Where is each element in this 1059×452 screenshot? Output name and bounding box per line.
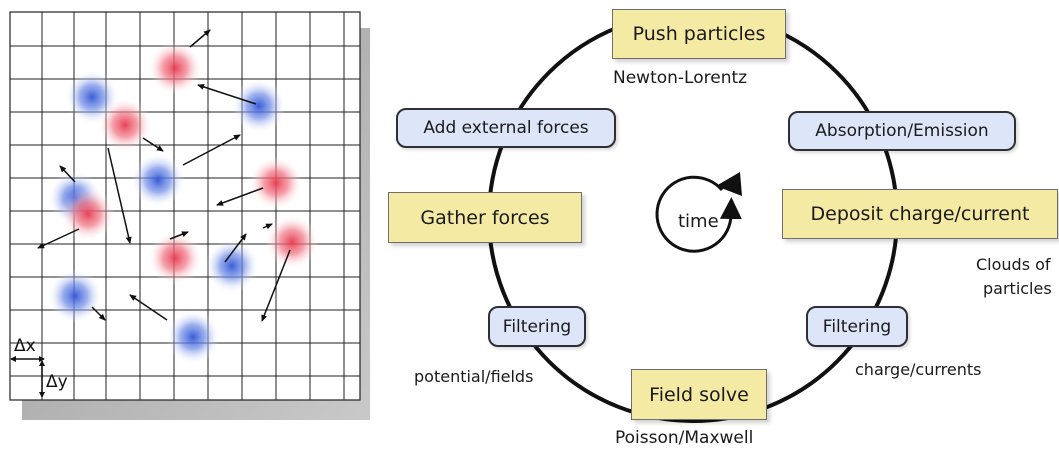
time-arrow-icon	[716, 172, 742, 196]
add-external-forces-step: Add external forces	[396, 108, 616, 148]
negative-particle	[48, 269, 102, 323]
negative-particle	[205, 239, 259, 293]
clouds-note-line2: particles	[983, 279, 1052, 298]
velocity-arrow	[182, 134, 241, 166]
velocity-arrow	[216, 187, 264, 206]
dx-label: Δx	[14, 336, 36, 356]
poisson-maxwell-note: Poisson/Maxwell	[615, 428, 754, 448]
filtering-right-step: Filtering	[806, 306, 908, 347]
velocity-arrow	[169, 231, 189, 240]
push-particles-step: Push particles	[612, 9, 786, 59]
velocity-arrow	[197, 84, 257, 105]
positive-particle	[98, 98, 152, 152]
positive-particle	[265, 215, 319, 269]
field-solve-step: Field solve	[631, 369, 767, 420]
velocity-arrows	[37, 29, 291, 322]
deposit-charge-current-step: Deposit charge/current	[782, 189, 1058, 239]
velocity-arrow	[37, 228, 80, 249]
velocity-arrow	[107, 147, 132, 244]
time-label: time	[678, 211, 719, 232]
cell-size-indicators: Δx Δy	[10, 336, 68, 398]
positive-particle	[148, 231, 202, 285]
velocity-arrow	[91, 306, 106, 321]
particles	[48, 41, 319, 364]
velocity-arrow	[261, 249, 291, 322]
velocity-arrow	[59, 165, 76, 183]
filtering-left-step: Filtering	[488, 306, 586, 347]
velocity-arrow	[142, 137, 164, 152]
newton-lorentz-note: Newton-Lorentz	[613, 68, 748, 88]
positive-particle	[61, 187, 115, 241]
potential-fields-note: potential/fields	[414, 367, 534, 386]
velocity-arrow	[189, 29, 211, 48]
dy-label: Δy	[46, 372, 68, 392]
positive-particle	[148, 41, 202, 95]
velocity-arrow	[224, 233, 247, 263]
negative-particle	[166, 310, 220, 364]
charge-currents-note: charge/currents	[855, 360, 982, 379]
velocity-arrow	[262, 223, 273, 230]
clouds-note-line1: Clouds of	[976, 255, 1051, 274]
absorption-emission-step: Absorption/Emission	[788, 111, 1016, 151]
negative-particle	[232, 79, 286, 133]
particle-grid-panel: Δx Δy	[9, 11, 370, 420]
velocity-arrow	[129, 294, 168, 321]
negative-particle	[131, 153, 185, 207]
gather-forces-step: Gather forces	[388, 192, 582, 243]
positive-particle	[249, 156, 303, 210]
